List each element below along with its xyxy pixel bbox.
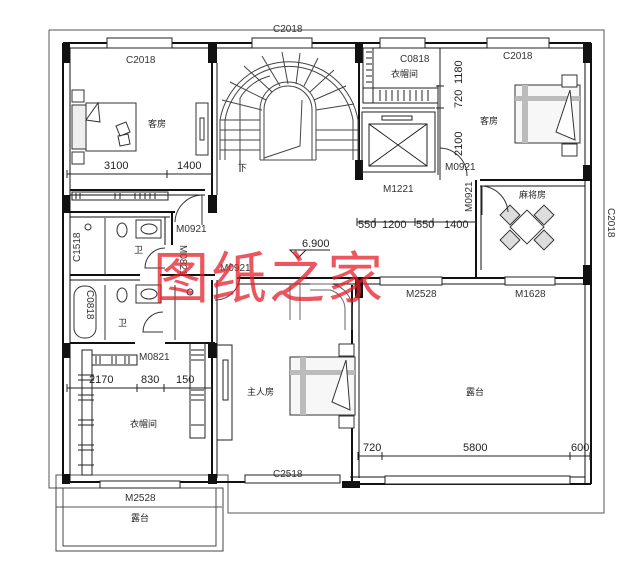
stair-down-label: 下 xyxy=(238,164,248,174)
closet-top-shelves xyxy=(362,47,439,175)
dim-terrace-b: 5800 xyxy=(463,442,488,454)
room-label-mahjong: 麻将房 xyxy=(519,191,547,201)
elevation-marker: 6.900 xyxy=(302,238,330,250)
room-label-bath-1: 卫 xyxy=(134,246,144,256)
room-label-terrace-bottom: 露台 xyxy=(131,514,150,524)
room-label-terrace-right: 露台 xyxy=(466,388,485,398)
bathroom-fixtures xyxy=(73,218,194,340)
dimension-lines xyxy=(66,48,591,460)
door-label-terrace-bottom: M2528 xyxy=(125,493,156,504)
dim-right-v3: 2100 xyxy=(453,131,465,156)
spiral-staircase xyxy=(219,51,359,161)
elevator xyxy=(361,107,436,173)
dim-closet-a: 2170 xyxy=(89,374,114,386)
door-label-terrace-right: M2528 xyxy=(406,289,437,300)
master-bed xyxy=(289,343,356,429)
dim-right-v1: 1180 xyxy=(453,60,465,84)
dim-guest-left-b: 1400 xyxy=(177,160,202,172)
room-label-closet-bottom: 衣帽间 xyxy=(130,420,158,430)
door-label-mahjong-terrace: M1628 xyxy=(515,289,546,300)
right-bed xyxy=(514,74,581,157)
room-label-guest-left: 客房 xyxy=(148,120,167,130)
dim-terrace-c: 600 xyxy=(571,442,590,454)
dim-guest-left-a: 3100 xyxy=(104,160,129,172)
door-label-mahjong: M0921 xyxy=(464,181,475,212)
door-label-guest-left: M0921 xyxy=(176,224,207,235)
dim-hall-d: 1400 xyxy=(444,219,469,231)
dim-hall-c: 550 xyxy=(416,219,435,231)
window-label-top-left: C2018 xyxy=(126,55,156,66)
window-label-bottom-master: C2518 xyxy=(273,469,303,480)
door-label-hall: M0921 xyxy=(220,263,251,274)
door-label-closet-bottom: M0821 xyxy=(139,352,170,363)
watermark: 图纸之家 xyxy=(153,247,385,312)
mahjong-table xyxy=(499,204,555,251)
door-label-elevator: M1221 xyxy=(383,184,414,195)
room-label-bath-2: 卫 xyxy=(118,319,128,329)
door-label-guest-right: M0921 xyxy=(445,162,476,173)
dim-terrace-a: 720 xyxy=(363,442,382,454)
dim-right-v2: 720 xyxy=(453,89,465,108)
room-label-guest-right: 客房 xyxy=(480,117,499,127)
dim-closet-b: 830 xyxy=(141,374,160,386)
closet-bottom-shelves xyxy=(78,342,233,476)
dim-closet-c: 150 xyxy=(176,374,195,386)
window-label-top-center: C2018 xyxy=(273,24,303,35)
room-label-master: 主人房 xyxy=(247,388,275,398)
window-label-bath-1: C1518 xyxy=(72,232,83,262)
room-label-closet-top: 衣帽间 xyxy=(391,70,419,80)
sofa xyxy=(289,283,353,330)
window-label-top-right: C2018 xyxy=(503,51,533,62)
window-label-bath-2: C0818 xyxy=(84,290,95,320)
window-label-right-side: C2018 xyxy=(605,208,616,238)
left-bed xyxy=(71,89,209,165)
dim-hall-a: 550 xyxy=(358,219,377,231)
dim-hall-b: 1200 xyxy=(382,219,407,231)
window-label-top-closet: C0818 xyxy=(400,54,430,65)
